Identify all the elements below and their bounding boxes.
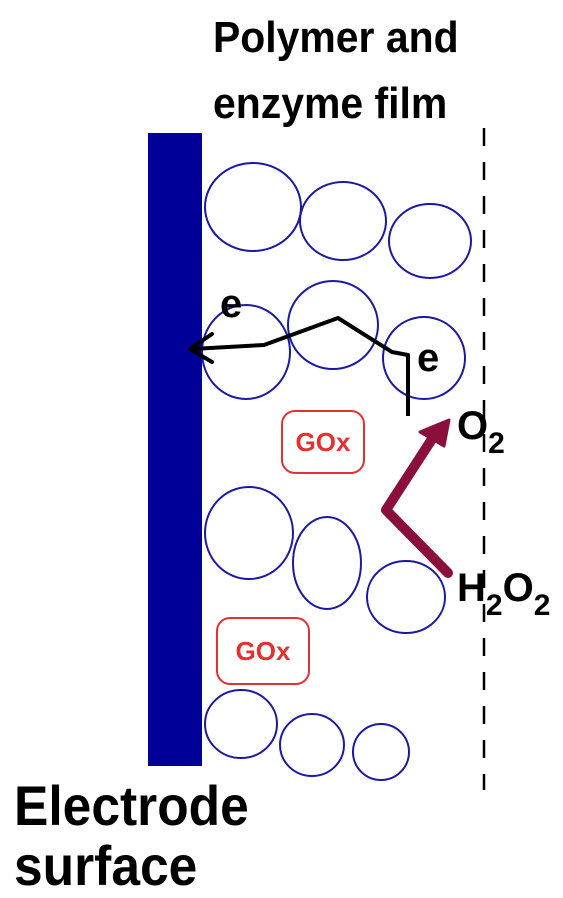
polymer-circles: [201, 162, 472, 781]
peroxide-subscript-o: 2: [533, 589, 551, 622]
polymer-circle: [201, 304, 291, 400]
electrode-bar: [148, 133, 202, 766]
peroxide-formula: H2O2: [457, 566, 550, 621]
polymer-circle: [382, 316, 466, 400]
polymer-circle: [204, 162, 302, 252]
film-label-line1: Polymer and: [213, 13, 459, 62]
electron-label-right: e: [417, 336, 440, 380]
enzyme-label: GOx: [235, 636, 291, 666]
electrode-label-line2: surface: [14, 834, 198, 897]
enzyme-gox-lower: GOx: [216, 617, 310, 685]
electron-label-left: e: [220, 282, 243, 326]
polymer-circle: [366, 560, 446, 634]
reaction-arrow: [381, 431, 453, 578]
polymer-circle: [352, 723, 410, 781]
enzyme-gox-upper: GOx: [281, 410, 365, 474]
polymer-circle: [299, 181, 387, 261]
oxygen-symbol: O: [457, 404, 489, 448]
enzyme-label: GOx: [295, 427, 351, 457]
peroxide-symbol-h: H: [457, 566, 486, 610]
oxygen-formula: O2: [457, 404, 505, 459]
polymer-circle: [279, 713, 345, 777]
polymer-circle: [292, 516, 362, 610]
reaction-arrowhead: [418, 418, 451, 448]
electrode-label-line1: Electrode: [14, 774, 249, 837]
polymer-circle: [287, 280, 379, 370]
peroxide-symbol-o: O: [502, 566, 534, 610]
peroxide-subscript-h: 2: [485, 589, 503, 622]
oxygen-subscript: 2: [488, 427, 505, 460]
polymer-circle: [388, 203, 472, 279]
film-label-line2: enzyme film: [213, 79, 448, 128]
electron-transfer-path: [191, 316, 410, 416]
polymer-circle: [204, 486, 294, 580]
polymer-circle: [204, 689, 278, 759]
electron-arrowhead: [188, 332, 214, 364]
